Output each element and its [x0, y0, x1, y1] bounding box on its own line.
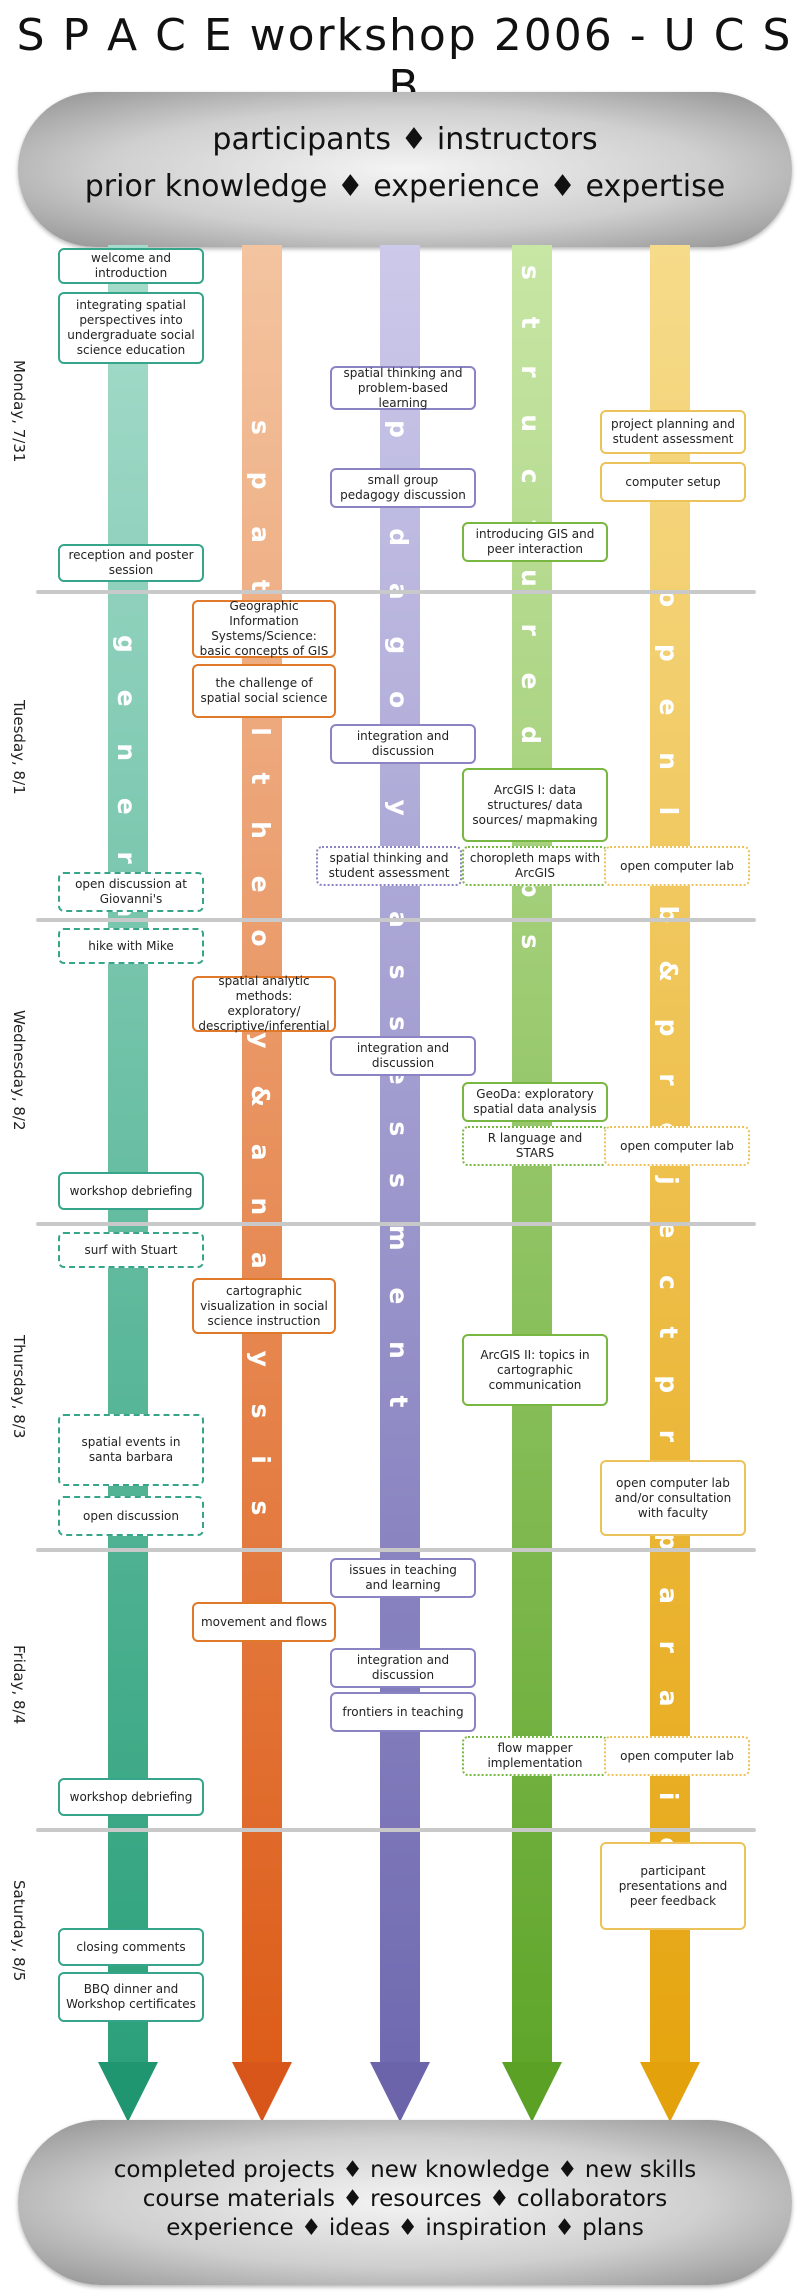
top-banner-line-1: participants ♦ instructors	[212, 122, 598, 157]
spatial-box-analytic-methods: spatial analytic methods: exploratory/ d…	[192, 974, 336, 1033]
openlab-box-open-lab-wed: open computer lab	[604, 1126, 750, 1166]
day-label-friday: Friday, 8/4	[10, 1645, 28, 1725]
pedagogy-box-small-group: small group pedagogy discussion	[330, 468, 476, 508]
structured-box-arcgis2: ArcGIS II: topics in cartographic commun…	[462, 1334, 608, 1406]
general-arrowhead	[98, 2062, 158, 2122]
top-banner-line-2: prior knowledge ♦ experience ♦ expertise	[84, 169, 726, 204]
day-separator	[36, 1222, 756, 1226]
day-separator	[36, 1828, 756, 1832]
spatial-arrowhead	[232, 2062, 292, 2122]
spatial-box-gis-basic: Geographic Information Systems/Science: …	[192, 599, 336, 658]
day-label-saturday: Saturday, 8/5	[10, 1880, 28, 1982]
structured-box-intro-gis: introducing GIS and peer interaction	[462, 522, 608, 562]
bottom-banner-line-2: course materials ♦ resources ♦ collabora…	[142, 2186, 668, 2212]
structured-box-r-lang: R language and STARS	[462, 1126, 608, 1166]
day-separator	[36, 918, 756, 922]
bottom-banner: completed projects ♦ new knowledge ♦ new…	[18, 2120, 792, 2285]
day-separator	[36, 590, 756, 594]
day-label-wednesday: Wednesday, 8/2	[10, 1010, 28, 1131]
general-box-hike: hike with Mike	[58, 928, 204, 964]
structured-box-choropleth: choropleth maps with ArcGIS	[462, 846, 608, 886]
general-box-reception: reception and poster session	[58, 544, 204, 582]
openlab-box-computer-setup: computer setup	[600, 462, 746, 502]
spatial-box-carto-vis: cartographic visualization in social sci…	[192, 1278, 336, 1334]
structured-box-flow-mapper: flow mapper implementation	[462, 1736, 608, 1776]
structured-box-arcgis1: ArcGIS I: data structures/ data sources/…	[462, 768, 608, 842]
pedagogy-box-thinking-pbl: spatial thinking and problem-based learn…	[330, 366, 476, 410]
spatial-arrow	[242, 245, 282, 2075]
pedagogy-arrowhead	[370, 2062, 430, 2122]
openlab-box-open-lab-fri: open computer lab	[604, 1736, 750, 1776]
general-box-giovanni: open discussion at Giovanni's	[58, 872, 204, 912]
top-banner: participants ♦ instructors prior knowled…	[18, 92, 792, 247]
pedagogy-box-thinking-assess: spatial thinking and student assessment	[316, 846, 462, 886]
openlab-box-open-lab-tue: open computer lab	[604, 846, 750, 886]
pedagogy-box-issues: issues in teaching and learning	[330, 1558, 476, 1598]
bottom-banner-line-3: experience ♦ ideas ♦ inspiration ♦ plans	[166, 2215, 644, 2241]
pedagogy-box-integration-fri: integration and discussion	[330, 1648, 476, 1688]
general-box-surf: surf with Stuart	[58, 1232, 204, 1268]
pedagogy-box-integration-tue: integration and discussion	[330, 724, 476, 764]
general-box-debrief-fri: workshop debriefing	[58, 1778, 204, 1816]
lane-label-general: g e n e r a l	[112, 635, 141, 977]
openlab-box-presentations: participant presentations and peer feedb…	[600, 1842, 746, 1930]
page-title: S P A C E workshop 2006 - U C S B	[16, 10, 793, 112]
openlab-arrowhead	[640, 2062, 700, 2122]
pedagogy-box-integration-wed: integration and discussion	[330, 1036, 476, 1076]
general-box-spatial-events: spatial events in santa barbara	[58, 1414, 204, 1486]
pedagogy-arrow	[380, 245, 420, 2075]
bottom-banner-line-1: completed projects ♦ new knowledge ♦ new…	[113, 2157, 697, 2183]
general-box-welcome: welcome and introduction	[58, 248, 204, 284]
general-box-integrating: integrating spatial perspectives into un…	[58, 292, 204, 364]
general-box-open-discussion: open discussion	[58, 1496, 204, 1536]
day-label-tuesday: Tuesday, 8/1	[10, 700, 28, 795]
structured-box-geoda: GeoDa: exploratory spatial data analysis	[462, 1082, 608, 1122]
openlab-box-project-planning: project planning and student assessment	[600, 410, 746, 454]
lane-label-openlab: o p e n l a b & p r o j e c t p r e p a …	[654, 590, 683, 1923]
general-box-bbq: BBQ dinner and Workshop certificates	[58, 1972, 204, 2022]
spatial-box-movement: movement and flows	[192, 1602, 336, 1642]
openlab-box-open-lab-thu: open computer lab and/or consultation wi…	[600, 1460, 746, 1536]
structured-arrowhead	[502, 2062, 562, 2122]
day-label-thursday: Thursday, 8/3	[10, 1335, 28, 1439]
day-separator	[36, 1548, 756, 1552]
day-label-monday: Monday, 7/31	[10, 360, 28, 463]
spatial-box-challenge: the challenge of spatial social science	[192, 664, 336, 718]
general-box-closing: closing comments	[58, 1928, 204, 1966]
pedagogy-box-frontiers: frontiers in teaching	[330, 1692, 476, 1732]
general-box-debrief-wed: workshop debriefing	[58, 1172, 204, 1210]
